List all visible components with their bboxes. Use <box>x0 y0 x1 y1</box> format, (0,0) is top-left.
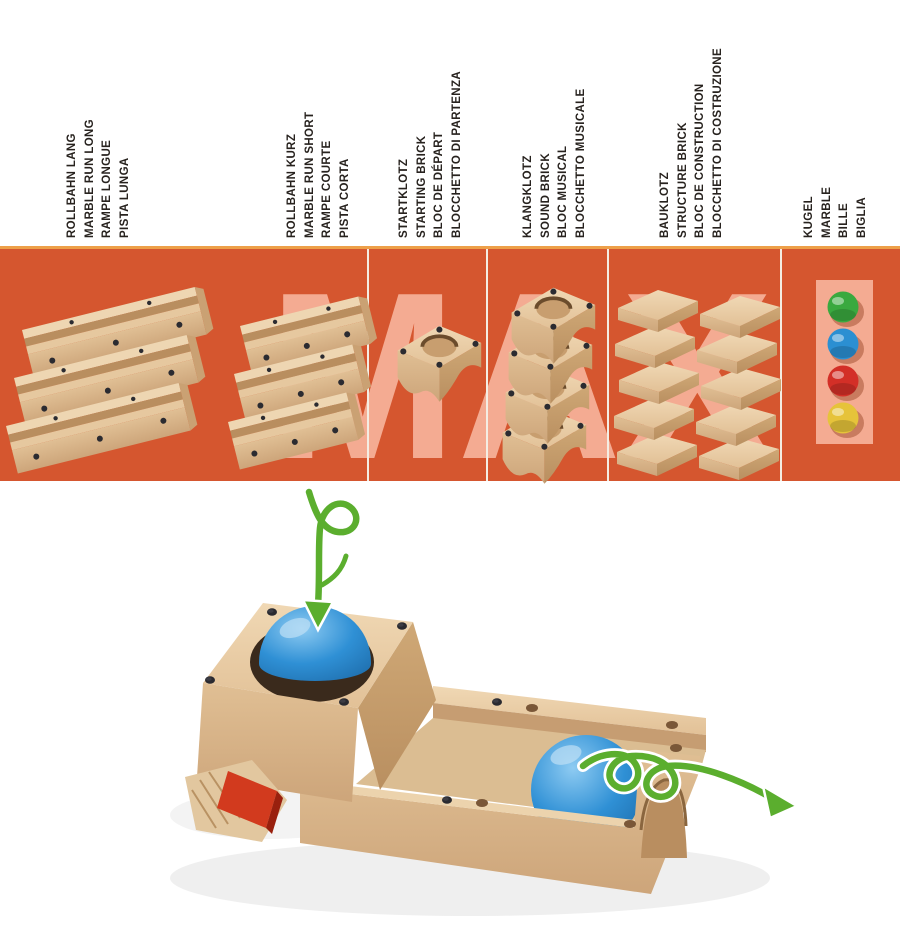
run-front-wall-top <box>300 780 634 828</box>
arch-rim <box>639 778 688 831</box>
run-back-wall-inner <box>433 703 706 752</box>
divider-line <box>780 249 782 481</box>
exit-arrow-icon <box>577 748 800 820</box>
divider-line <box>486 249 488 481</box>
pegs-and-holes <box>205 608 682 828</box>
section-dividers <box>367 249 782 481</box>
marble-yellow <box>827 402 864 438</box>
red-lever-bar <box>217 771 277 828</box>
marble-red <box>827 365 864 401</box>
sound-lever <box>185 760 287 842</box>
box-right-face <box>358 622 436 790</box>
run-front-face <box>300 750 700 894</box>
divider-line <box>607 249 609 481</box>
sound-brick-photo <box>170 486 800 916</box>
marble-run-long-image <box>6 285 215 474</box>
marble-blue <box>827 328 864 364</box>
divider-line <box>367 249 369 481</box>
marble-green <box>827 291 864 327</box>
blue-dome <box>259 606 371 681</box>
marbles-image <box>827 291 864 438</box>
run-back-wall-top <box>433 686 706 735</box>
entry-arrow-icon <box>300 486 363 633</box>
